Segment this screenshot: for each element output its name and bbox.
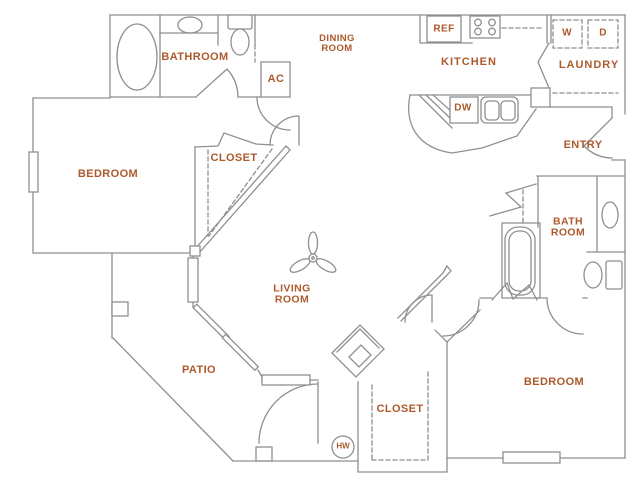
label-dryer: D (599, 27, 607, 39)
room-label-bedroom-1: BEDROOM (77, 168, 139, 181)
walls (32, 14, 626, 473)
kitchen-island (408, 87, 551, 154)
room-label-closet-2: CLOSET (376, 403, 424, 416)
label-water-heater: HW (336, 441, 350, 451)
label-washer: W (562, 27, 572, 39)
washer-box (552, 19, 583, 49)
room-label-laundry: LAUNDRY (558, 59, 620, 72)
room-label-living: LIVING ROOM (273, 282, 311, 306)
label-dishwasher: DW (454, 102, 472, 114)
fireplace (331, 324, 385, 378)
water-heater (331, 435, 355, 459)
room-label-bedroom-2: BEDROOM (523, 376, 585, 389)
kitchen-sink (480, 96, 519, 124)
counter-post (530, 87, 551, 108)
room-label-patio: PATIO (182, 364, 216, 377)
stove (469, 15, 501, 39)
sink-1 (177, 16, 203, 34)
windows (28, 151, 561, 464)
toilet-1 (227, 14, 253, 56)
bathtub-1 (116, 23, 158, 91)
dryer-box (587, 19, 619, 49)
bathtub-2 (504, 226, 536, 296)
label-refrigerator: REF (433, 23, 455, 35)
label-ac-closet: AC (267, 73, 285, 86)
refrigerator (426, 15, 462, 43)
patio-sliding-door (192, 303, 260, 372)
dishwasher-box (449, 96, 479, 124)
room-label-kitchen: KITCHEN (441, 56, 497, 69)
room-label-dining: DINING ROOM (319, 32, 355, 54)
room-label-bathroom-2: BATH ROOM (550, 215, 586, 239)
posts (111, 245, 273, 462)
toilet-2 (583, 260, 623, 290)
closet-rod-dashes (207, 148, 273, 237)
room-label-bathroom-1: BATHROOM (161, 51, 229, 64)
room-label-entry: ENTRY (563, 139, 603, 152)
room-label-closet-1: CLOSET (210, 152, 258, 165)
ceiling-fan (289, 231, 337, 273)
sink-2 (601, 201, 619, 229)
